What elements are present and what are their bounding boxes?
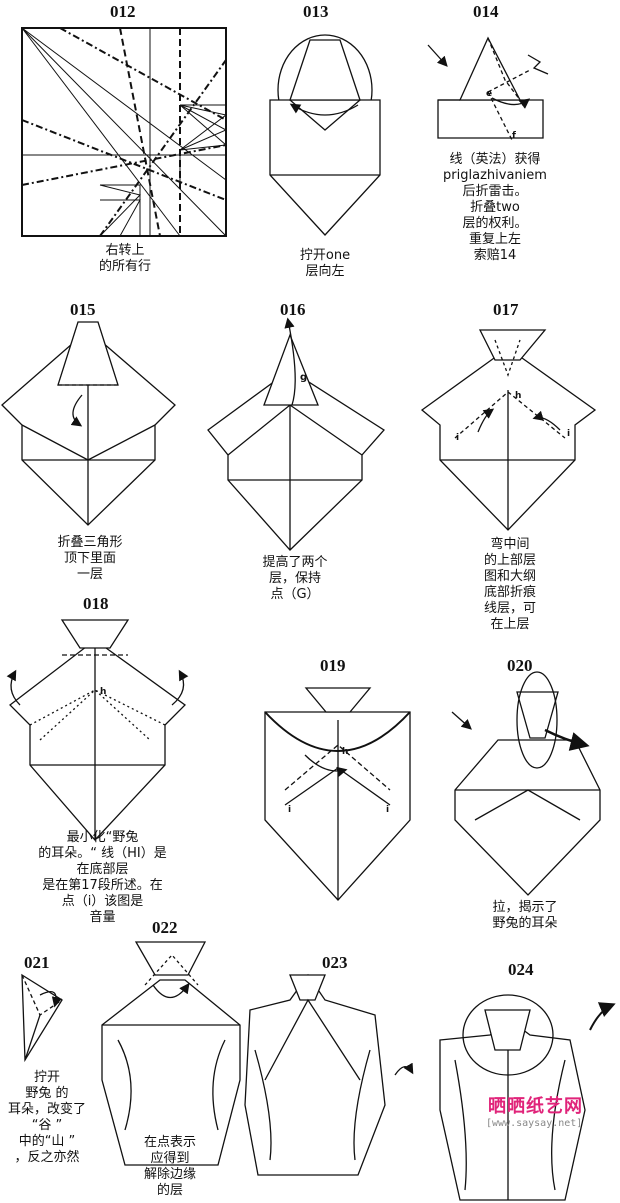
diagram-019 bbox=[265, 688, 410, 900]
diagram-020 bbox=[452, 672, 600, 895]
label-h-019: h bbox=[342, 747, 348, 757]
caption-021: 拧开野兔 的 耳朵，改变了“谷 ” 中的“山 ”，反之亦然 bbox=[2, 1070, 92, 1166]
diagram-022 bbox=[102, 942, 240, 1165]
label-h-017: h bbox=[515, 391, 521, 401]
diagram-018 bbox=[10, 620, 185, 840]
label-i-019b: i bbox=[386, 805, 389, 815]
caption-017: 弯中间的上部层 图和大纲底部折痕 线层，可在上层 bbox=[460, 537, 560, 633]
caption-018: 最小化“野兔的耳朵。“ 线（HI）是 在底部层是在第17段所述。在 点（i）该图… bbox=[5, 830, 200, 926]
caption-020: 拉，揭示了野兔的耳朵 bbox=[470, 900, 580, 932]
site-watermark: [www.saysay.net] bbox=[486, 1118, 582, 1129]
label-f: f bbox=[512, 131, 516, 141]
label-h-018: h bbox=[100, 687, 106, 697]
diagram-016 bbox=[208, 320, 384, 550]
caption-012: 右转上的所有行 bbox=[60, 243, 190, 275]
caption-016: 提高了两个层，保持 点（G） bbox=[235, 555, 355, 603]
caption-015: 折叠三角形顶下里面 一层 bbox=[30, 535, 150, 583]
label-e: e bbox=[486, 89, 492, 99]
label-i-019a: i bbox=[288, 805, 291, 815]
diagram-021 bbox=[22, 975, 62, 1060]
label-i-017b: i bbox=[567, 429, 570, 439]
caption-022: 在点表示应得到 解除边缘的层 bbox=[120, 1135, 220, 1199]
label-i-017a: i bbox=[456, 433, 459, 443]
diagram-015 bbox=[2, 322, 175, 525]
site-logo: 晒晒纸艺网 bbox=[488, 1092, 583, 1118]
diagram-012 bbox=[22, 28, 226, 236]
label-g: g bbox=[300, 372, 307, 383]
diagram-013 bbox=[270, 35, 380, 235]
diagram-023 bbox=[245, 975, 412, 1175]
